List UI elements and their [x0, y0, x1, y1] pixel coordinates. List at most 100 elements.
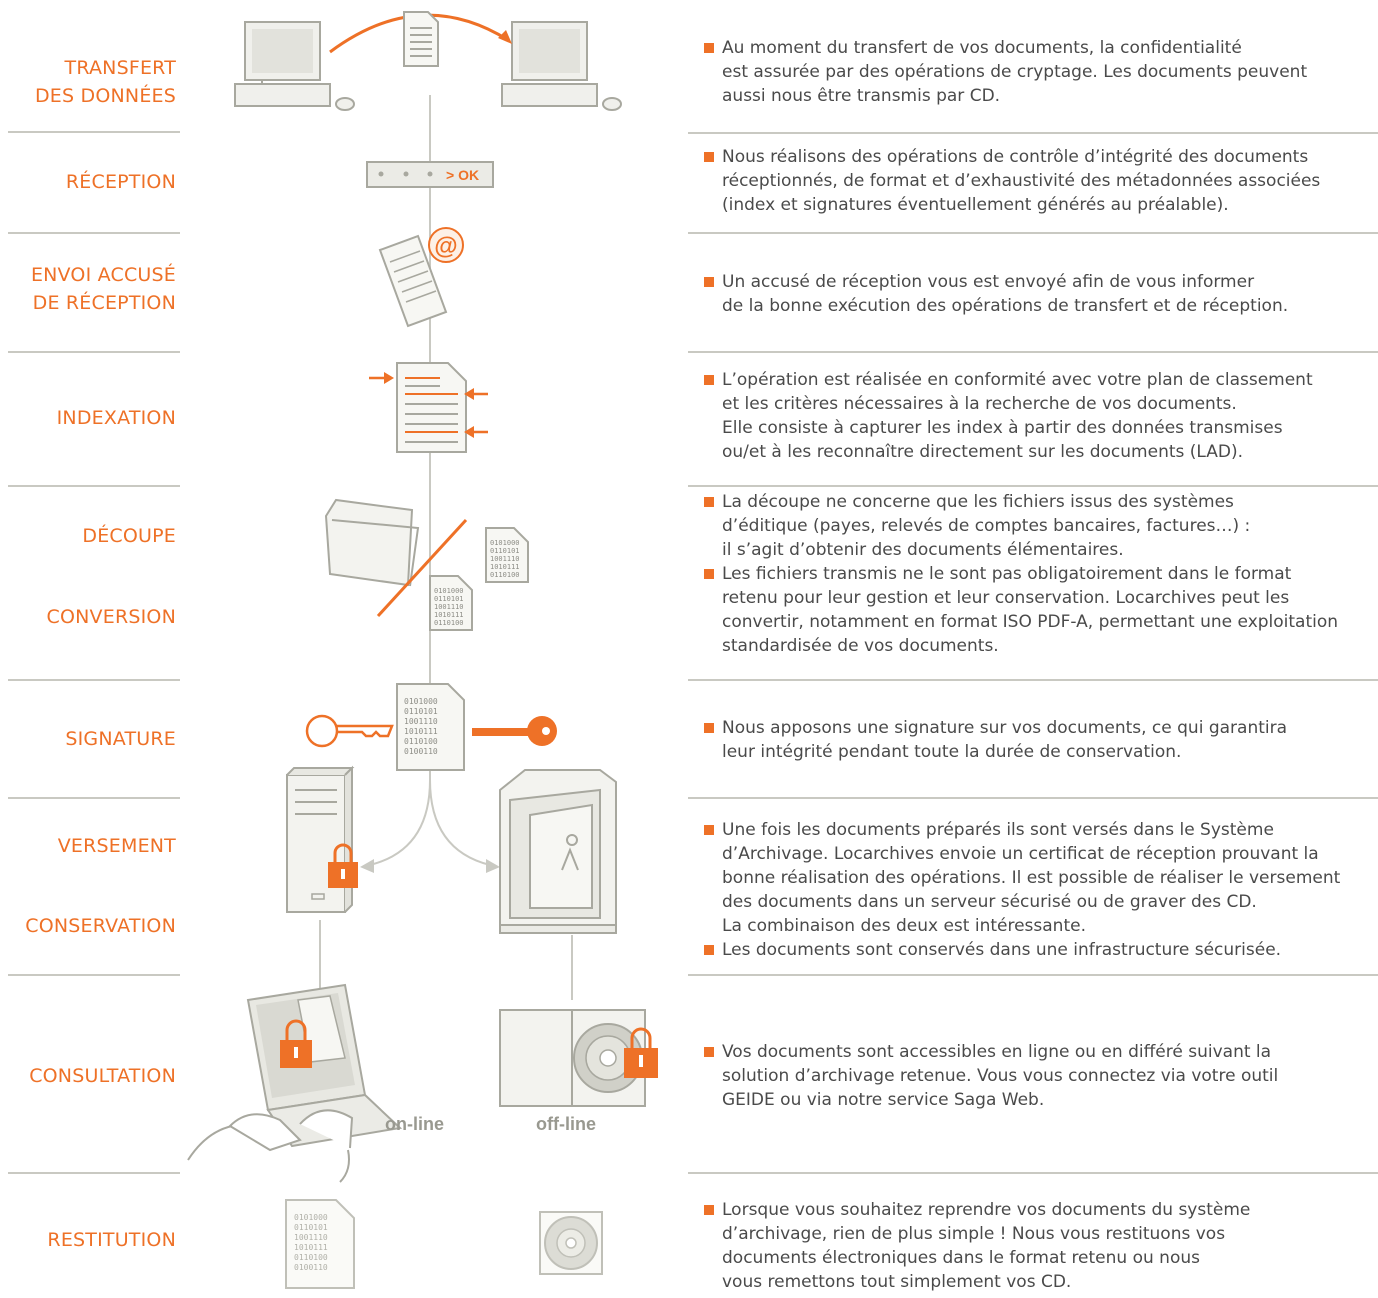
step-label-envoi-accuse: ENVOI ACCUSÉ DE RÉCEPTION	[30, 264, 176, 314]
separator	[8, 1172, 180, 1174]
svg-text:0110101: 0110101	[434, 595, 464, 603]
email-at-sign: @	[434, 233, 457, 260]
bullet-square-icon	[704, 945, 714, 955]
separator	[688, 351, 1378, 353]
bullet-square-icon	[704, 497, 714, 507]
branch-arrow-right	[486, 859, 500, 873]
bullet-square-icon	[704, 723, 714, 733]
separator	[8, 351, 180, 353]
svg-text:0110100: 0110100	[404, 737, 438, 746]
offline-label: off-line	[536, 1114, 596, 1134]
svg-text:0110101: 0110101	[294, 1223, 328, 1232]
svg-text:1001110: 1001110	[404, 717, 438, 726]
step-description-envoi-accuse: Un accusé de réception vous est envoyé a…	[704, 270, 1378, 318]
step-description-restitution: Lorsque vous souhaitez reprendre vos doc…	[704, 1198, 1378, 1294]
reception-ok-text: > OK	[446, 167, 479, 183]
separator	[688, 1172, 1378, 1174]
svg-text:1010111: 1010111	[490, 563, 520, 571]
timeline-branch	[429, 779, 491, 866]
binary-document-icon: 0101000 0110101 1001110 1010111 0110100	[429, 575, 473, 631]
document-icon	[403, 11, 439, 67]
step-label-conversion: CONVERSION	[46, 606, 176, 628]
bullet-square-icon	[704, 1205, 714, 1215]
bullet-square-icon	[704, 152, 714, 162]
computer-icon	[234, 21, 355, 111]
key-outline-icon	[305, 714, 394, 748]
separator	[688, 232, 1378, 234]
separator	[688, 974, 1378, 976]
separator	[688, 679, 1378, 681]
separator	[8, 232, 180, 234]
step-label-reception: RÉCEPTION	[65, 171, 176, 193]
step-description-consultation: Vos documents sont accessibles en ligne …	[704, 1040, 1378, 1112]
svg-text:0110101: 0110101	[404, 707, 438, 716]
separator	[8, 679, 180, 681]
svg-text:0101000: 0101000	[294, 1213, 328, 1222]
separator	[8, 131, 180, 133]
bullet-square-icon	[704, 375, 714, 385]
svg-text:1010111: 1010111	[404, 727, 438, 736]
online-label: on-line	[385, 1114, 444, 1134]
safe-icon	[499, 769, 617, 934]
bullet-square-icon	[704, 277, 714, 287]
step-label-versement: VERSEMENT	[57, 835, 176, 857]
laptop-icon	[187, 983, 403, 1183]
svg-text:0100110: 0100110	[294, 1263, 328, 1272]
svg-text:0110100: 0110100	[490, 571, 520, 579]
step-description-transfert: Au moment du transfert de vos documents,…	[704, 36, 1378, 108]
email-document-icon: @	[378, 227, 464, 328]
step-description-signature: Nous apposons une signature sur vos docu…	[704, 716, 1378, 764]
timeline-branch	[369, 779, 431, 866]
step-description-indexation: L’opération est réalisée en conformité a…	[704, 368, 1378, 464]
separator	[688, 132, 1378, 134]
svg-text:1010111: 1010111	[294, 1243, 328, 1252]
padlock-icon	[280, 1019, 312, 1068]
step-label-transfert: TRANSFERT DES DONNÉES	[34, 57, 176, 107]
svg-text:0101000: 0101000	[404, 697, 438, 706]
bullet-square-icon	[704, 1047, 714, 1057]
signature-document-icon: 0101000 0110101 1001110 1010111 0110100 …	[396, 683, 465, 771]
step-description-decoupe-conversion: La découpe ne concerne que les fichiers …	[704, 490, 1378, 658]
step-label-signature: SIGNATURE	[65, 728, 176, 750]
binary-document-icon: 0101000 0110101 1001110 1010111 0110100	[485, 527, 529, 583]
server-tower-icon	[286, 765, 355, 913]
reception-ok-icon: > OK	[366, 161, 494, 188]
separator	[8, 797, 180, 799]
svg-text:0110100: 0110100	[434, 619, 464, 627]
folder-icon	[324, 498, 420, 587]
cd-case-icon	[499, 1009, 646, 1107]
svg-text:1001110: 1001110	[490, 555, 520, 563]
svg-text:0110101: 0110101	[490, 547, 520, 555]
padlock-icon	[624, 1027, 658, 1078]
svg-text:0101000: 0101000	[434, 587, 464, 595]
step-description-reception: Nous réalisons des opérations de contrôl…	[704, 145, 1378, 217]
padlock-icon	[328, 843, 358, 888]
branch-arrow-left	[360, 859, 374, 873]
svg-text:1001110: 1001110	[434, 603, 464, 611]
svg-text:0110100: 0110100	[294, 1253, 328, 1262]
separator	[8, 974, 180, 976]
key-filled-icon	[472, 716, 557, 746]
bullet-square-icon	[704, 825, 714, 835]
svg-text:1010111: 1010111	[434, 611, 464, 619]
restitution-document-icon: 0101000 0110101 1001110 1010111 0110100 …	[285, 1199, 355, 1289]
separator	[688, 797, 1378, 799]
bullet-square-icon	[704, 569, 714, 579]
cd-icon	[539, 1211, 603, 1275]
svg-text:0100110: 0100110	[404, 747, 438, 756]
step-label-restitution: RESTITUTION	[47, 1229, 176, 1251]
svg-text:0101000: 0101000	[490, 539, 520, 547]
step-label-decoupe: DÉCOUPE	[82, 525, 176, 547]
bullet-square-icon	[704, 43, 714, 53]
step-label-indexation: INDEXATION	[56, 407, 176, 429]
step-description-versement-conservation: Une fois les documents préparés ils sont…	[704, 818, 1378, 962]
step-label-conservation: CONSERVATION	[25, 915, 176, 937]
computer-icon	[501, 21, 622, 111]
separator	[688, 485, 1378, 487]
split-slash	[376, 518, 468, 618]
step-label-consultation: CONSULTATION	[29, 1065, 176, 1087]
indexation-document-icon	[369, 362, 488, 453]
svg-text:1001110: 1001110	[294, 1233, 328, 1242]
separator	[8, 485, 180, 487]
